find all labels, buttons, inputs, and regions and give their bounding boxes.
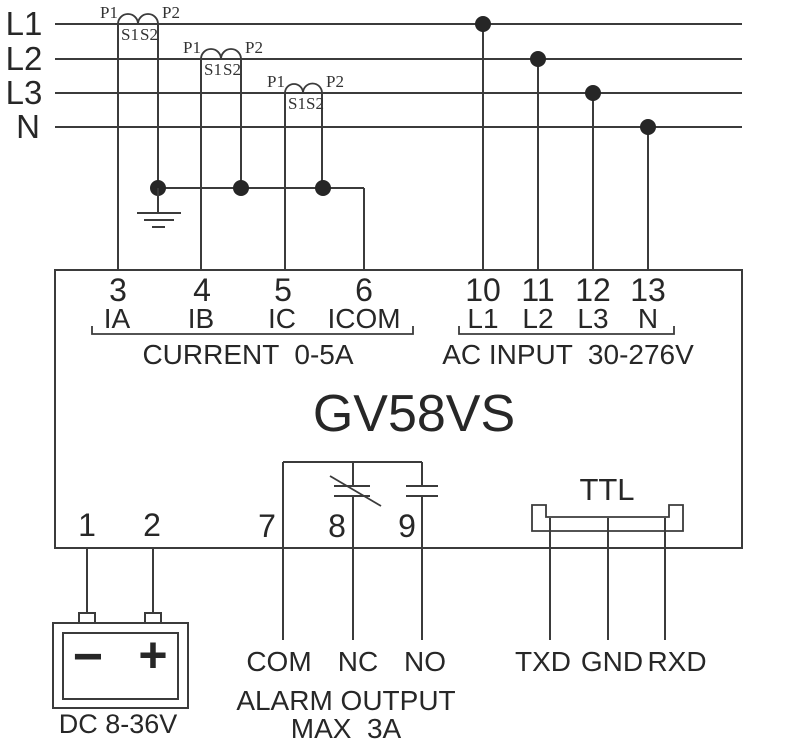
- junction-dot: [233, 180, 249, 196]
- ct1-coil-icon: [117, 13, 159, 25]
- ct1-p1-label: P1: [100, 3, 118, 22]
- ground-symbol-icon: [137, 188, 181, 228]
- ct2-symbol: P1 P2 S1 S2: [183, 38, 263, 270]
- terminal-number-7: 7: [258, 508, 276, 544]
- ttl-connector-icon: [531, 504, 684, 532]
- terminal-number-8: 8: [328, 508, 346, 544]
- ttl-label: TTL: [579, 472, 634, 507]
- junction-dot: [315, 180, 331, 196]
- ac-group-bracket: [458, 326, 675, 335]
- ct2-p1-label: P1: [183, 38, 201, 57]
- junction-dot: [475, 16, 491, 32]
- terminal-number-10: 10: [465, 272, 501, 308]
- terminal-number-11: 11: [521, 272, 554, 308]
- terminal-number-4: 4: [193, 272, 211, 308]
- ct1-p2-label: P2: [162, 3, 180, 22]
- junction-dot: [585, 85, 601, 101]
- ac-group-caption: AC INPUT 30-276V: [442, 339, 694, 370]
- terminal-number-12: 12: [575, 272, 611, 308]
- terminal-label-l2: L2: [522, 303, 553, 334]
- alarm-output-labels: COM NC NO ALARM OUTPUT MAX 3A: [236, 646, 455, 744]
- junction-dot: [530, 51, 546, 67]
- ttl-port: TTL TXD GND RXD: [515, 472, 707, 677]
- ct3-p1-label: P1: [267, 72, 285, 91]
- no-contact-icon: [406, 485, 438, 497]
- terminal-label-ic: IC: [268, 303, 296, 334]
- battery-terminal-tab: [78, 612, 96, 624]
- ct2-coil-icon: [200, 48, 242, 60]
- terminal-number-9: 9: [398, 508, 416, 544]
- secondary-common-bus: [150, 180, 365, 270]
- ct3-p2-label: P2: [326, 72, 344, 91]
- serial-pin-gnd: GND: [581, 646, 643, 677]
- terminal-label-icom: ICOM: [327, 303, 400, 334]
- serial-pin-txd: TXD: [515, 646, 571, 677]
- terminal-label-l1: L1: [467, 303, 498, 334]
- ct1-s2-label: S2: [140, 25, 158, 44]
- alarm-relay-symbol: 7 8 9: [258, 461, 438, 640]
- alarm-caption-line1: ALARM OUTPUT: [236, 685, 455, 716]
- device-model: GV58VS: [313, 385, 515, 443]
- terminal-number-1: 1: [78, 507, 96, 543]
- alarm-pin-com: COM: [246, 646, 311, 677]
- alarm-caption-line2: MAX 3A: [291, 713, 402, 744]
- battery-icon: − +: [52, 612, 189, 709]
- label-l2: L2: [6, 40, 43, 77]
- ct1-symbol: P1 P2 S1 S2: [100, 3, 180, 270]
- ct3-s2-label: S2: [306, 94, 324, 113]
- mains-lines: [55, 23, 742, 128]
- alarm-pin-no: NO: [404, 646, 446, 677]
- terminal-number-5: 5: [274, 272, 292, 308]
- label-l1: L1: [6, 5, 43, 42]
- ct3-s1-label: S1: [288, 94, 306, 113]
- ct2-s1-label: S1: [204, 60, 222, 79]
- battery-inner: [62, 632, 179, 700]
- ct2-p2-label: P2: [245, 38, 263, 57]
- battery-negative-sign: −: [73, 628, 103, 686]
- nc-slash: [329, 475, 382, 507]
- terminal-number-2: 2: [143, 507, 161, 543]
- terminal-label-l3: L3: [577, 303, 608, 334]
- current-group-bracket: [91, 326, 414, 335]
- ct1-s1-label: S1: [121, 25, 139, 44]
- ct3-coil-icon: [284, 82, 323, 94]
- junction-dot: [640, 119, 656, 135]
- terminal-label-ib: IB: [188, 303, 214, 334]
- device-outline: [54, 269, 743, 549]
- ac-input-taps: [475, 16, 656, 270]
- label-l3: L3: [6, 74, 43, 111]
- terminal-number-3: 3: [109, 272, 127, 308]
- terminal-number-13: 13: [630, 272, 666, 308]
- terminal-label-ia: IA: [104, 303, 131, 334]
- terminal-label-n: N: [638, 303, 658, 334]
- ct2-s2-label: S2: [223, 60, 241, 79]
- alarm-pin-nc: NC: [338, 646, 378, 677]
- serial-pin-rxd: RXD: [647, 646, 706, 677]
- current-terminal-group: 3 4 5 6 IA IB IC ICOM CURRENT 0-5A: [91, 272, 414, 370]
- nc-contact-icon: [329, 475, 382, 507]
- ac-terminal-group: 10 11 12 13 L1 L2 L3 N AC INPUT 30-276V: [442, 272, 694, 370]
- battery-positive-sign: +: [138, 627, 167, 683]
- current-group-caption: CURRENT 0-5A: [142, 339, 353, 370]
- terminal-number-6: 6: [355, 272, 373, 308]
- label-n: N: [16, 108, 40, 145]
- dc-caption: DC 8-36V: [59, 709, 178, 739]
- battery-terminal-tab: [144, 612, 162, 624]
- battery-outer: [52, 622, 189, 709]
- dc-supply: 1 2 − + DC 8-36V: [52, 507, 189, 739]
- ct3-symbol: P1 P2 S1 S2: [267, 72, 344, 270]
